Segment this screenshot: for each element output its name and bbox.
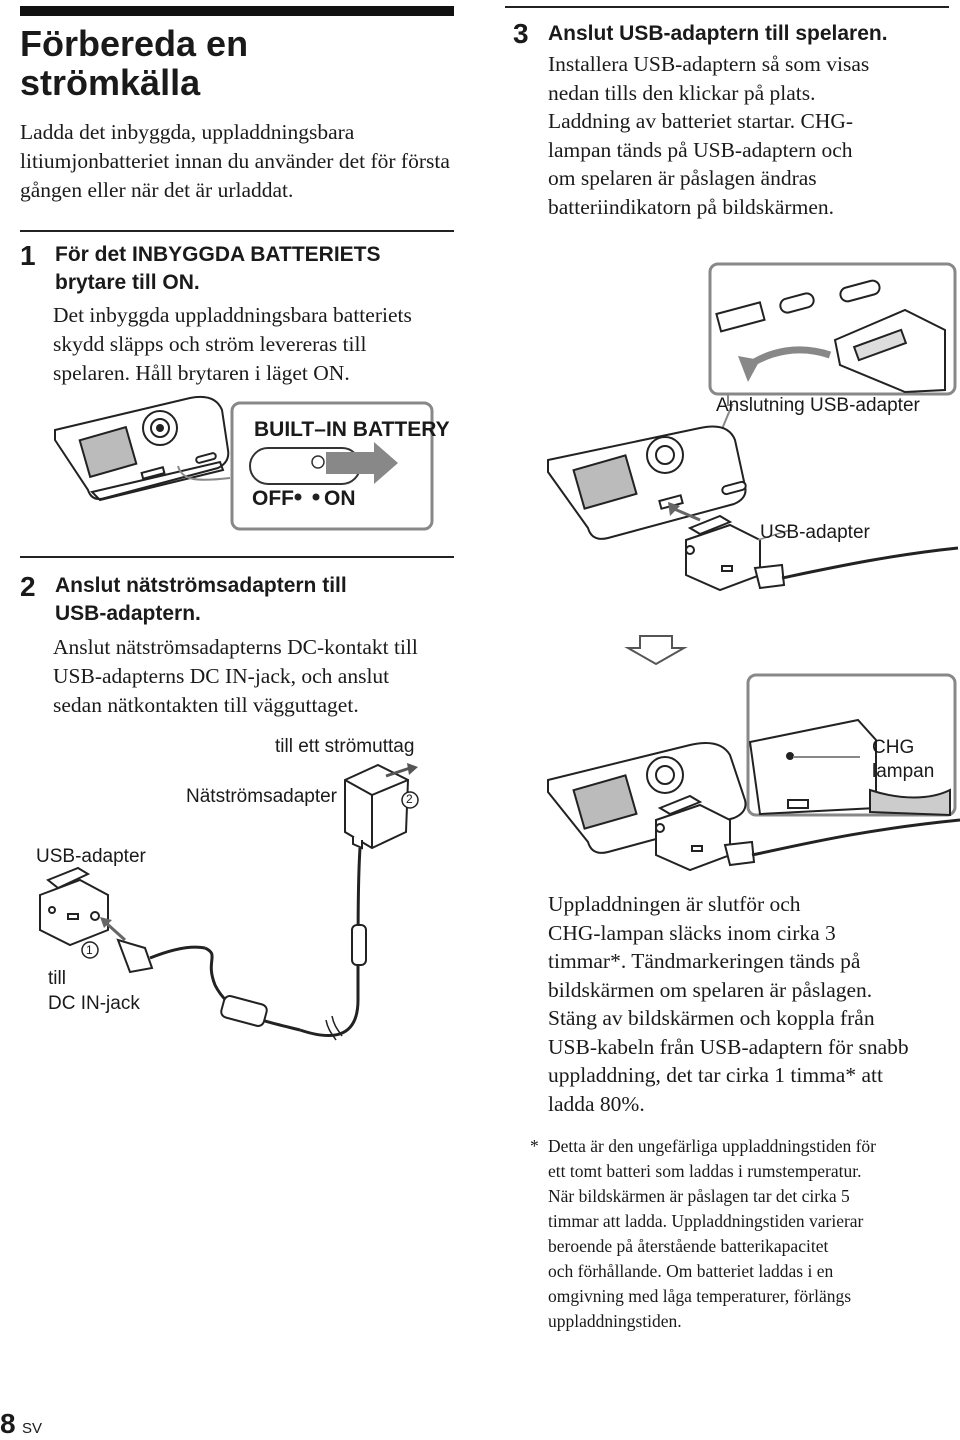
step-2-heading: Anslut nätströmsadaptern till USB-adapte…: [55, 572, 455, 628]
header-bar: [20, 6, 454, 16]
step-2-body: Anslut nätströmsadapterns DC-kontakt til…: [53, 633, 458, 720]
step-3-body-line5: om spelaren är påslagen ändras: [548, 166, 817, 190]
label-usb-adapter-left: USB-adapter: [36, 846, 146, 867]
label-to-outlet: till ett strömuttag: [275, 736, 415, 757]
page-lang: SV: [22, 1420, 43, 1437]
label-chg-lamp: CHG lampan: [872, 736, 934, 784]
step-3-body-line2: nedan tills den klickar på plats.: [548, 80, 816, 105]
label-usb-adapter-right: USB-adapter: [760, 522, 870, 543]
step-1-heading-line2: brytare till ON.: [55, 271, 200, 294]
label-chg-lamp-line1: CHG: [872, 737, 915, 758]
footnote-line1: Detta är den ungefärliga uppladdningstid…: [548, 1136, 877, 1156]
completion-line7: uppladdning, det tar cirka 1 timma* att: [548, 1063, 883, 1087]
step-3-body: Installera USB-adaptern så som visas ned…: [548, 50, 948, 221]
step-3-body-line3: Laddning av batteriet startar. CHG-: [548, 109, 854, 133]
page-number: 8: [0, 1408, 16, 1439]
step-2-body-line2: USB-adapterns DC IN-jack, och anslut: [53, 664, 390, 688]
label-to-dc-in-line2: DC IN-jack: [48, 993, 140, 1014]
completion-line3: timmar*. Tändmarkeringen tänds på: [548, 949, 861, 973]
step-1-body-line3: spelaren. Håll brytaren i läget ON.: [53, 361, 350, 385]
completion-line4: bildskärmen om spelaren är påslagen.: [548, 977, 873, 1002]
completion-line2: CHG-lampan släcks inom cirka 3: [548, 920, 836, 945]
divider: [505, 6, 949, 8]
footnote-line6: och förhållande. Om batteriet laddas i e…: [548, 1261, 834, 1281]
label-chg-lamp-line2: lampan: [872, 761, 935, 782]
battery-switch-off: OFF: [252, 487, 294, 510]
footnote-line7: omgivning med låga temperaturer, förläng…: [548, 1286, 852, 1306]
footnote-line4: timmar att ladda. Uppladdningstiden vari…: [548, 1211, 864, 1231]
page-title: Förbereda en strömkälla: [20, 24, 440, 102]
completion-line1: Uppladdningen är slutför och: [548, 892, 801, 916]
step-1-body-line2: skydd släpps och ström levereras till: [53, 332, 367, 356]
step-3-number: 3: [513, 18, 529, 49]
completion-line6: USB-kabeln från USB-adaptern för snabb: [548, 1034, 909, 1059]
battery-switch-title: BUILT–IN BATTERY: [254, 418, 450, 441]
page-title-line1: Förbereda en: [20, 23, 249, 64]
completion-line8: ladda 80%.: [548, 1091, 645, 1116]
step-1-body: Det inbyggda uppladdningsbara batteriets…: [53, 301, 453, 388]
label-usb-adapter-connection: Anslutning USB-adapter: [716, 395, 920, 416]
step-2-body-line1: Anslut nätströmsadapterns DC-kontakt til…: [53, 635, 418, 659]
callout-2: 2: [406, 792, 413, 806]
step-2-body-line3: sedan nätkontakten till vägguttaget.: [53, 693, 359, 717]
intro-text: Ladda det inbyggda, uppladdningsbara lit…: [20, 120, 450, 202]
footnote-line8: uppladdningstiden.: [548, 1311, 682, 1331]
page-title-line2: strömkälla: [20, 62, 201, 103]
step-3-heading: Anslut USB-adaptern till spelaren.: [548, 22, 888, 45]
step-3-body-line4: lampan tänds på USB-adaptern och: [548, 137, 853, 162]
step-1-heading-line1: För det INBYGGDA BATTERIETS: [55, 243, 381, 266]
step-2-heading-line2: USB-adaptern.: [55, 602, 201, 625]
completion-line5: Stäng av bildskärmen och koppla från: [548, 1006, 875, 1030]
battery-switch-on: ON: [324, 487, 356, 510]
footnote-mark: *: [530, 1136, 539, 1156]
label-ac-adapter: Nätströmsadapter: [186, 786, 338, 807]
divider: [20, 556, 454, 558]
footnote-line3: När bildskärmen är påslagen tar det cirk…: [548, 1186, 850, 1206]
step-2-number: 2: [20, 571, 36, 602]
completion-text: Uppladdningen är slutför och CHG-lampan …: [548, 890, 953, 1118]
footnote-text: Detta är den ungefärliga uppladdningstid…: [548, 1134, 953, 1334]
label-to-dc-in-line1: till: [48, 968, 66, 989]
step-3-body-line6: batteriindikatorn på bildskärmen.: [548, 194, 834, 219]
footnote-line2: ett tomt batteri som laddas i rumstemper…: [548, 1161, 862, 1181]
callout-1: 1: [86, 943, 93, 957]
step-1-heading: För det INBYGGDA BATTERIETS brytare till…: [55, 241, 455, 297]
step-3-body-line1: Installera USB-adaptern så som visas: [548, 52, 870, 76]
footnote-line5: beroende på återstående batterikapacitet: [548, 1236, 829, 1256]
step-2-heading-line1: Anslut nätströmsadaptern till: [55, 574, 347, 597]
step-1-body-line1: Det inbyggda uppladdningsbara batteriets: [53, 303, 412, 327]
divider: [20, 230, 454, 232]
step-1-number: 1: [20, 240, 36, 271]
label-to-dc-in: till DC IN-jack: [48, 966, 140, 1016]
